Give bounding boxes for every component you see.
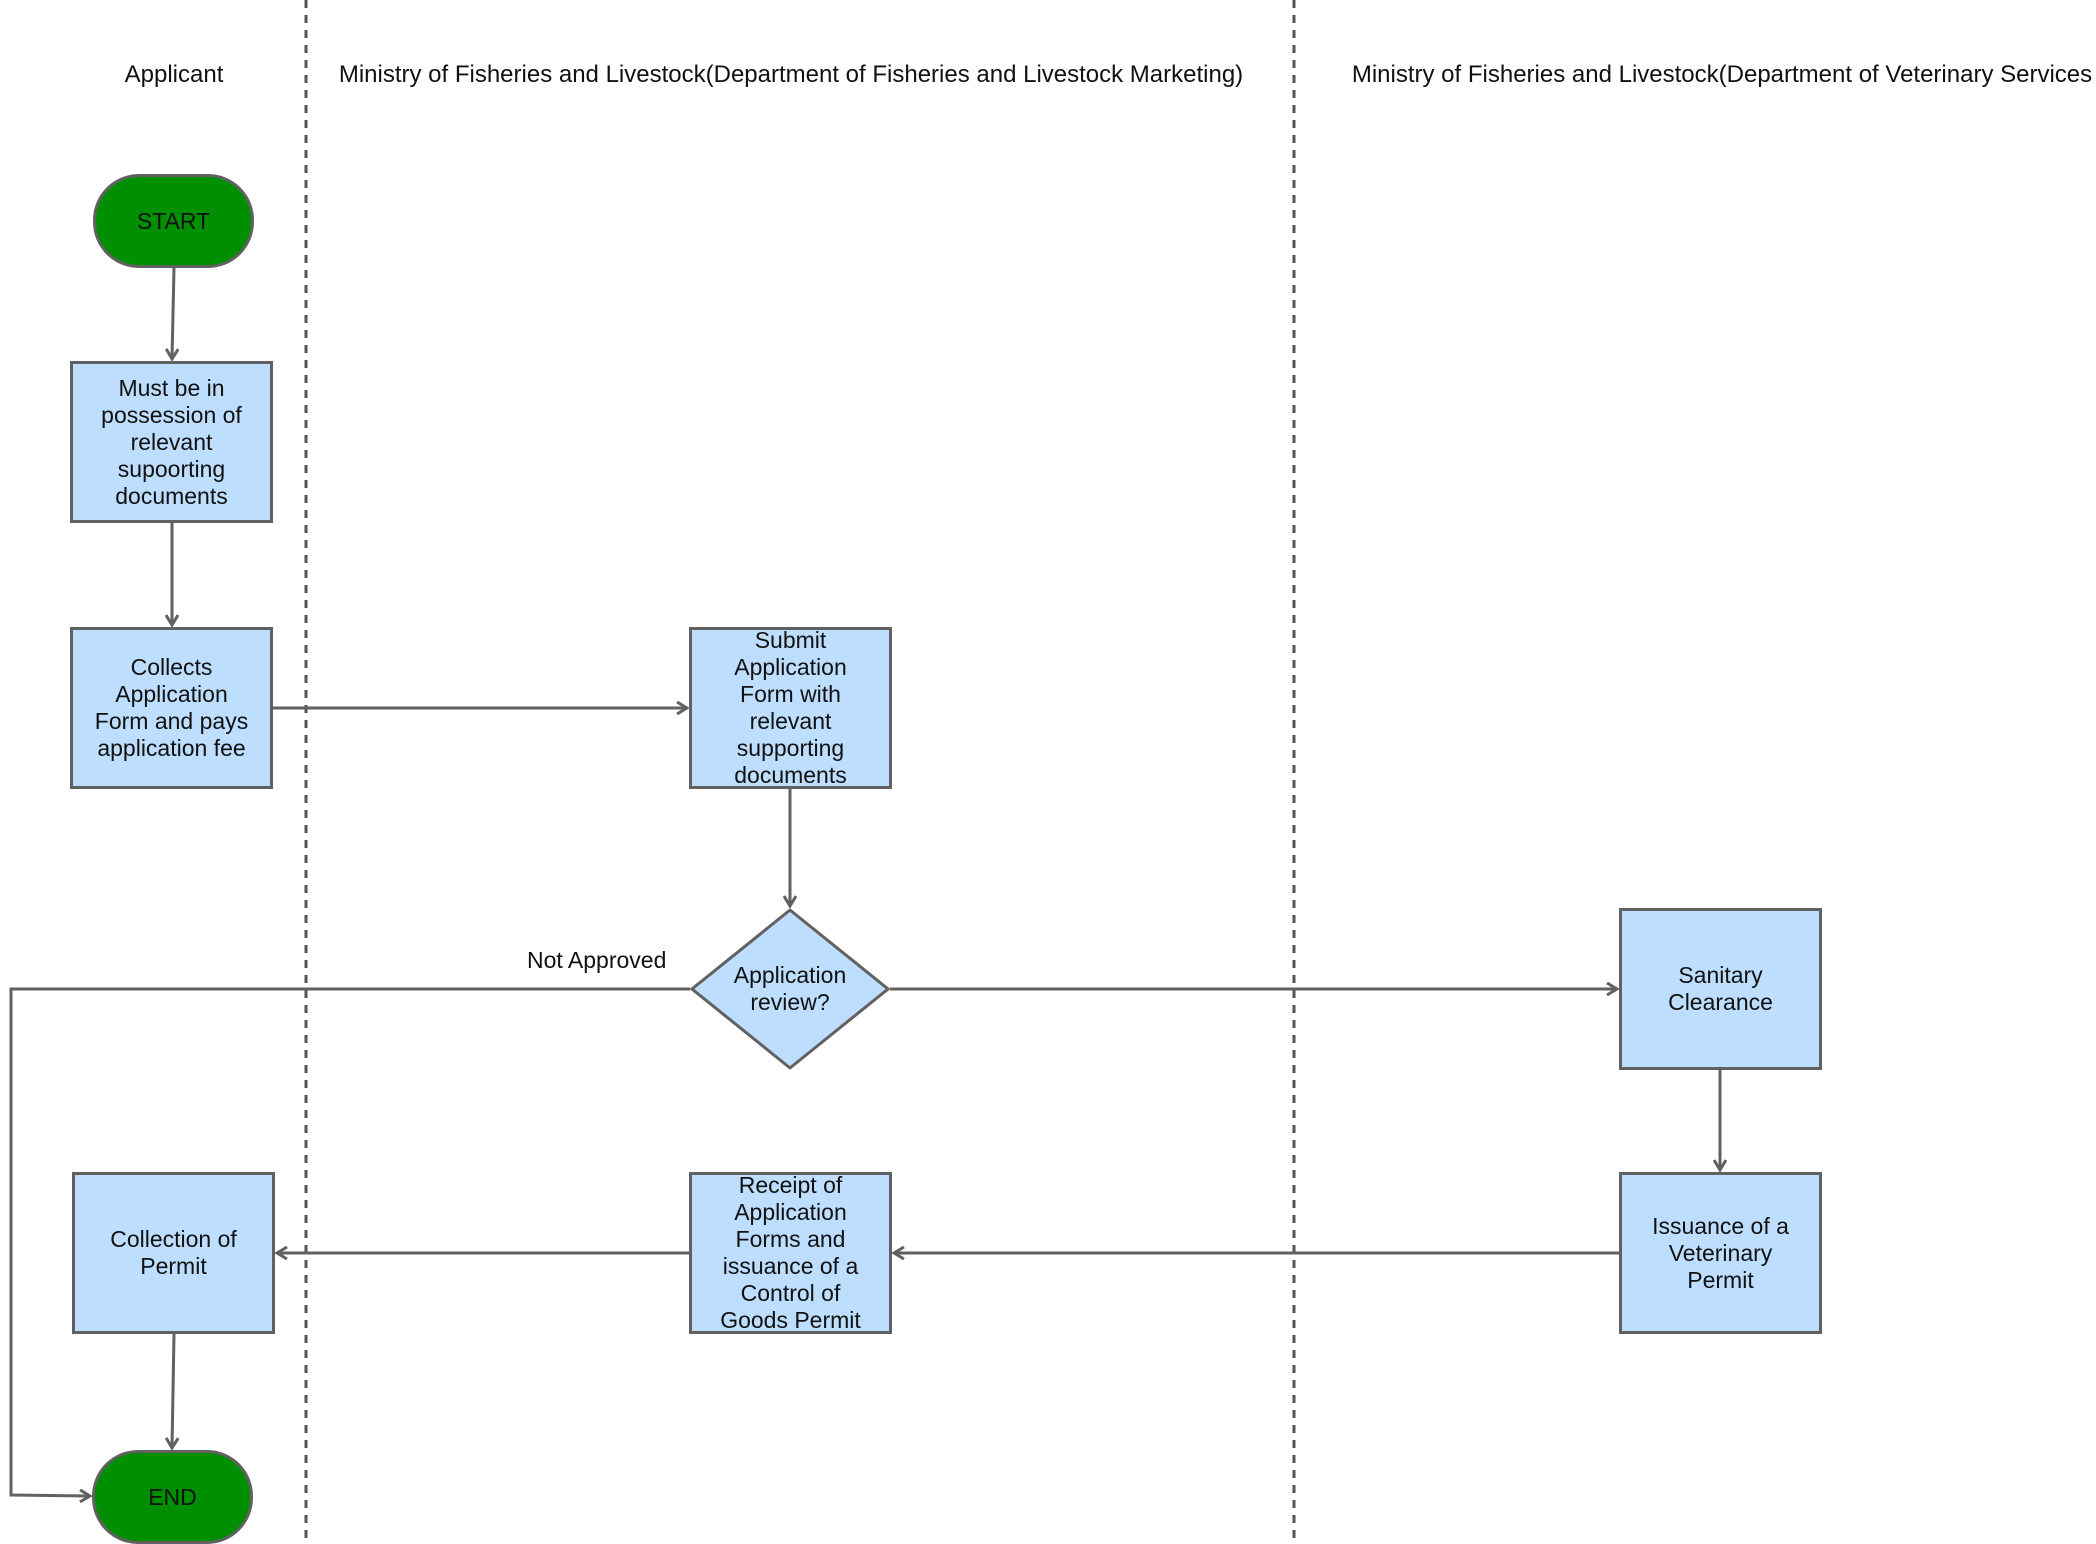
edge-not-approved-to-end [9,987,690,1496]
documents-step-label: Must be in possession of relevant supoor… [101,374,242,509]
not-approved-label: Not Approved [527,947,667,973]
edge-start-to-documents [172,267,174,359]
lane-title-veterinary: Ministry of Fisheries and Livestock(Depa… [1351,61,2093,88]
start-terminal: START [93,174,254,268]
decision-diamond-shape [690,908,890,1070]
collection-of-permit-label: Collection of Permit [110,1226,237,1279]
collect-form-step-label: Collects Application Form and pays appli… [94,654,249,761]
sanitary-clearance-label: Sanitary Clearance [1668,962,1773,1015]
edge-collection-to-end [172,1333,174,1448]
veterinary-permit-step: Issuance of a Veterinary Permit [1619,1172,1822,1334]
submit-form-step-label: Submit Application Form with relevant su… [734,627,847,788]
collection-of-permit-step: Collection of Permit [72,1172,275,1334]
documents-step: Must be in possession of relevant supoor… [70,361,273,523]
review-decision-label: Application review? [733,962,847,1015]
end-terminal: END [92,1450,253,1544]
start-label: START [136,207,211,234]
review-decision: Application review? [690,908,890,1070]
submit-form-step: Submit Application Form with relevant su… [689,627,892,789]
receipt-step: Receipt of Application Forms and issuanc… [689,1172,892,1334]
receipt-step-label: Receipt of Application Forms and issuanc… [720,1172,861,1333]
sanitary-clearance-step: Sanitary Clearance [1619,908,1822,1070]
lane-title-applicant: Applicant [124,61,224,88]
lane-title-marketing: Ministry of Fisheries and Livestock(Depa… [338,61,1244,88]
collect-form-step: Collects Application Form and pays appli… [70,627,273,789]
end-label: END [148,1483,197,1510]
veterinary-permit-label: Issuance of a Veterinary Permit [1652,1212,1789,1293]
